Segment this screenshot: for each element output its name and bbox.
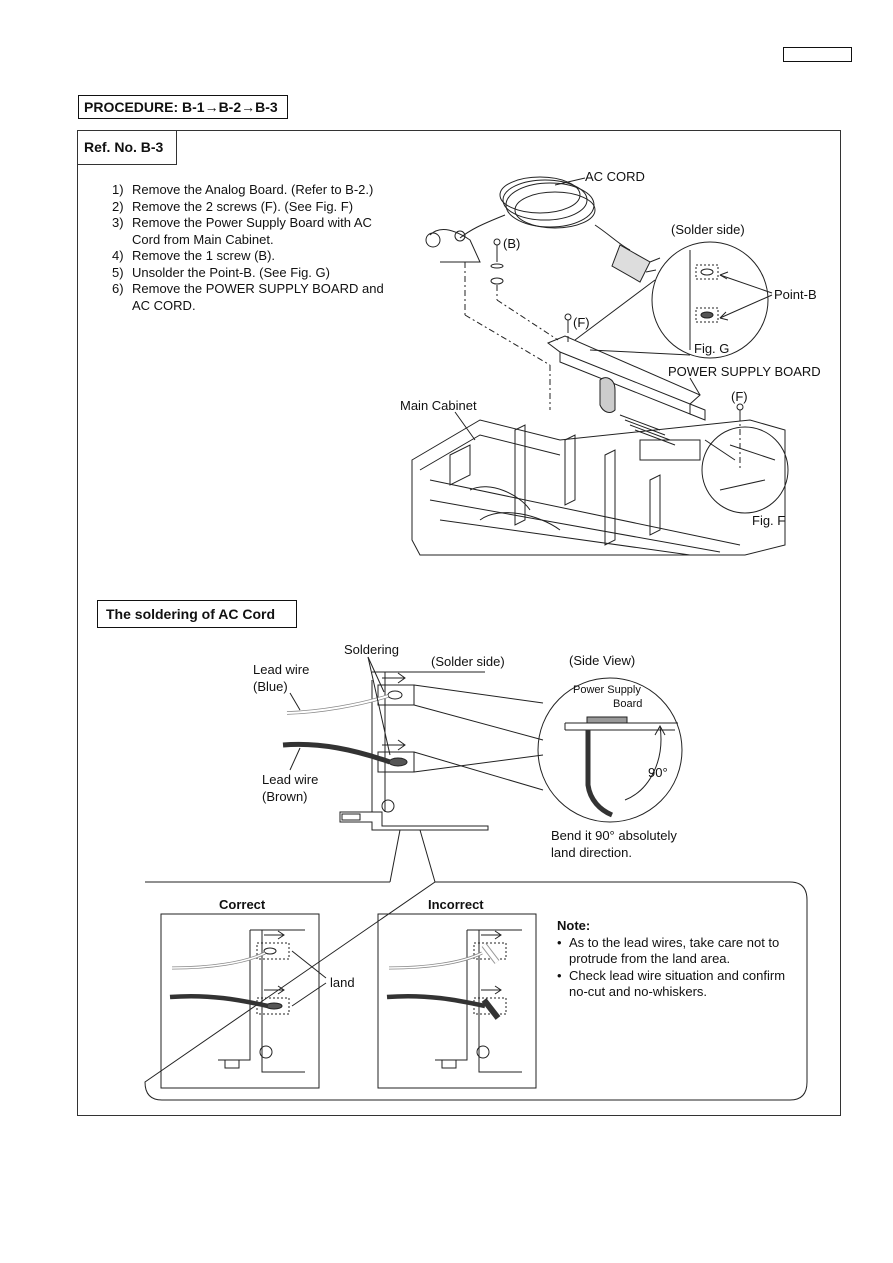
lead-wire-blue-label: Lead wire [253,662,310,677]
side-view-label: (Side View) [569,653,636,668]
screw-f2-label: (F) [731,389,748,404]
soldering-section-title: The soldering of AC Cord [97,600,297,628]
incorrect-detail-drawing [386,929,522,1073]
procedure-header: PROCEDURE: B-1→B-2→B-3 [78,95,288,119]
pcb-outline [339,680,489,831]
note-item-1: •As to the lead wires, take care not to … [557,934,780,967]
screw-b [490,238,504,285]
content-frame [77,130,841,1116]
solder-side-label-top: (Solder side) [671,222,745,237]
step-4: 4)Remove the 1 screw (B). [112,248,276,263]
step-6: 6)Remove the POWER SUPPLY BOARD and AC C… [112,281,384,313]
psb-side-label-2: Board [613,698,643,710]
plug [611,244,661,283]
step-1: 1)Remove the Analog Board. (Refer to B-2… [112,182,374,197]
screw-f1 [564,313,572,332]
lead-wire-brown-label: Lead wire [262,772,319,787]
soldering-label: Soldering [344,642,399,657]
incorrect-panel [377,913,537,1089]
ac-cord-coil [459,176,631,251]
cord-connector [429,229,481,263]
step-list: 1)Remove the Analog Board. (Refer to B-2… [112,182,402,314]
solder-side-label: (Solder side) [431,654,505,669]
ac-cord-leader [554,177,586,186]
step-2: 2)Remove the 2 screws (F). (See Fig. F) [112,198,354,214]
point-b-label: Point-B [774,287,817,302]
screw-b-label: (B) [503,236,521,251]
note-item-2: •Check lead wire situation and confirm n… [557,967,786,1000]
note-title: Note: [557,918,591,933]
power-supply-board-label: POWER SUPPLY BOARD [668,364,821,379]
correct-panel [160,913,320,1089]
step-5: 5)Unsolder the Point-B. (See Fig. G) [112,264,330,280]
fig-f-circle [701,426,789,514]
main-cabinet-drawing [411,411,786,556]
land-label: land [330,975,355,990]
fig-f-label: Fig. F [752,513,786,528]
psb-side-label-1: Power Supply [573,684,641,696]
main-cabinet-label: Main Cabinet [400,398,477,413]
side-view-circle [537,677,683,823]
screw-f1-label: (F) [573,315,590,330]
bend-instruction-2: land direction. [551,845,632,860]
bend-instruction-1: Bend it 90° absolutely [551,828,677,843]
lead-wire-brown-color: (Brown) [262,789,308,804]
correct-label: Correct [219,897,266,912]
power-supply-board-drawing [546,335,706,446]
correct-detail-drawing [169,929,327,1073]
angle-label: 90° [648,765,668,780]
page-number-box [783,47,852,62]
ref-number: Ref. No. B-3 [77,130,177,165]
lead-wire-blue-color: (Blue) [253,679,288,694]
incorrect-label: Incorrect [428,897,484,912]
fig-g-label: Fig. G [694,341,730,356]
ac-cord-label: AC CORD [585,169,645,184]
screw-f2 [736,403,744,420]
step-3: 3)Remove the Power Supply Board with AC … [112,215,372,247]
fig-g-circle [574,241,773,359]
note-block: Note: •As to the lead wires, take care n… [557,918,807,1001]
